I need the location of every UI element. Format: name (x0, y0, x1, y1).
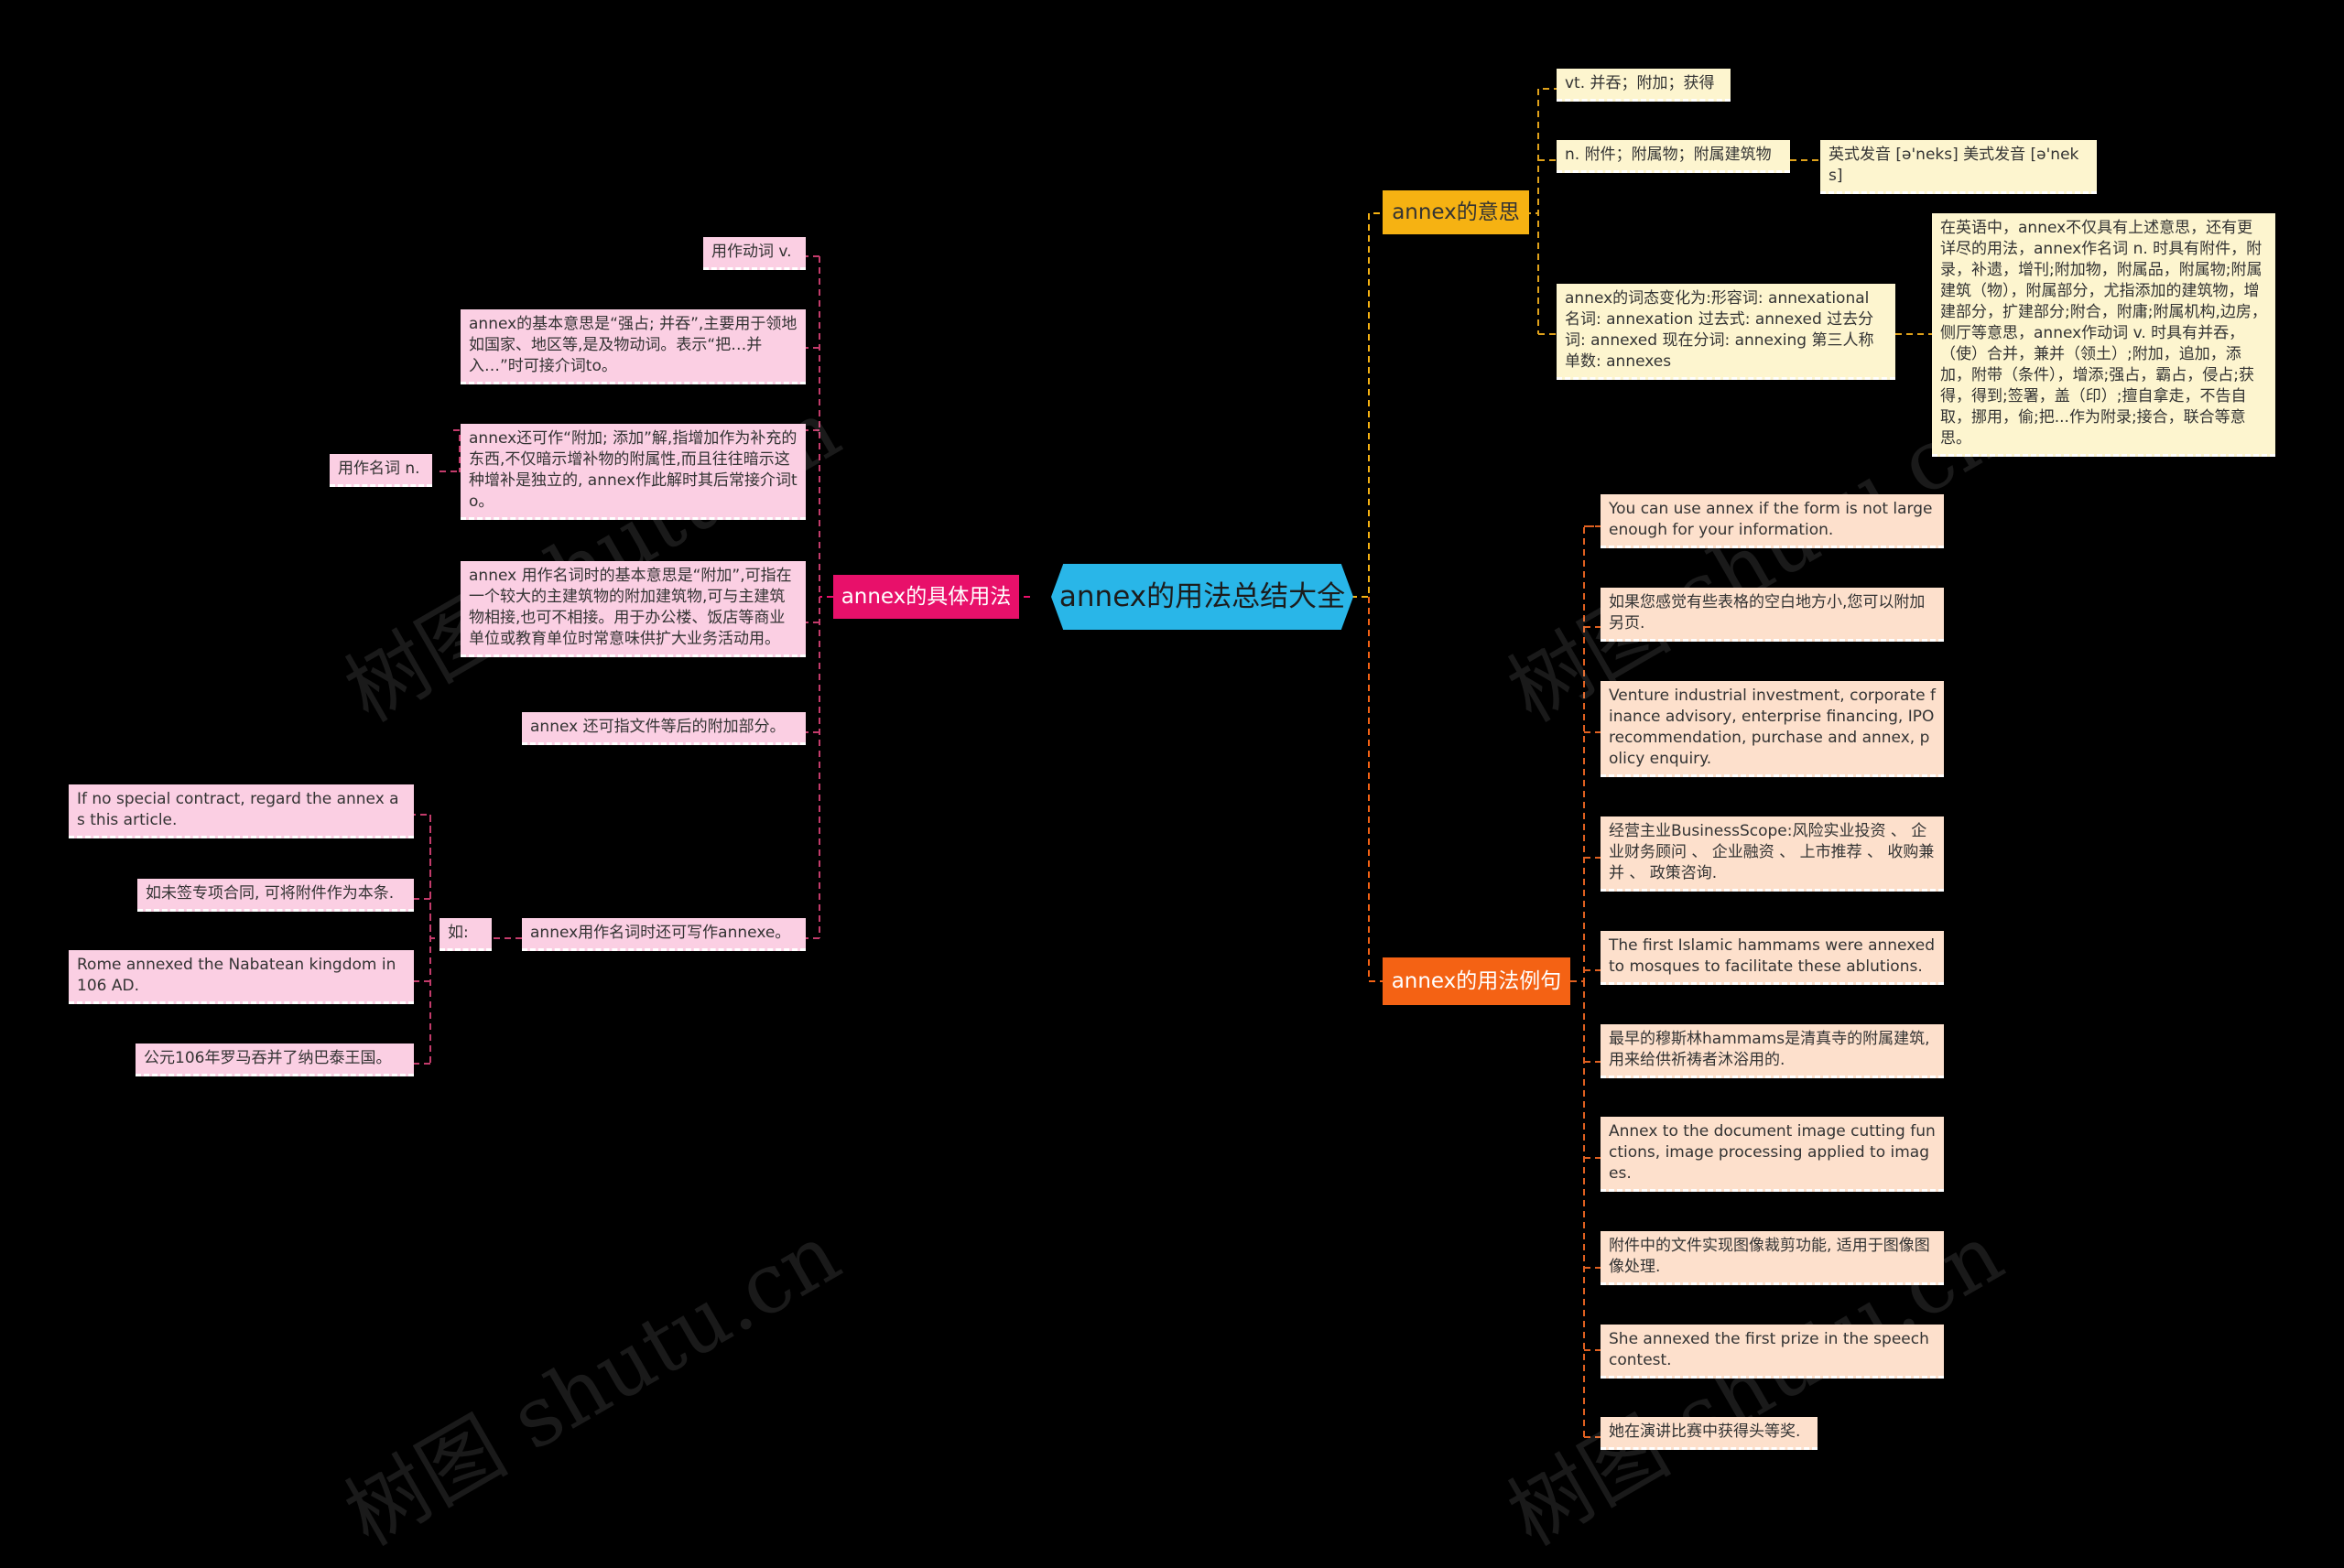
example-sentence[interactable]: 最早的穆斯林hammams是清真寺的附属建筑,用来给供祈祷者沐浴用的. (1601, 1024, 1944, 1078)
meaning-vt[interactable]: vt. 并吞；附加；获得 (1557, 69, 1731, 102)
left-example[interactable]: 公元106年罗马吞并了纳巴泰王国。 (136, 1044, 414, 1076)
left-example[interactable]: If no special contract, regard the annex… (69, 784, 414, 838)
root-node[interactable]: annex的用法总结大全 (1051, 564, 1353, 630)
example-sentence[interactable]: 如果您感觉有些表格的空白地方小,您可以附加另页. (1601, 588, 1944, 642)
noun-description-2[interactable]: annex 用作名词时的基本意思是“附加”,可指在一个较大的主建筑物的附加建筑物… (461, 561, 806, 657)
verb-description[interactable]: annex的基本意思是“强占; 并吞”,主要用于领地如国家、地区等,是及物动词。… (461, 309, 806, 384)
example-tag[interactable]: 如: (440, 918, 492, 951)
pronunciation[interactable]: 英式发音 [ə'neks] 美式发音 [ə'neks] (1820, 140, 2097, 194)
noun-tag[interactable]: 用作名词 n. (330, 454, 432, 487)
example-sentence[interactable]: She annexed the first prize in the speec… (1601, 1325, 1944, 1379)
connector-lines (414, 88, 1932, 1438)
example-sentence[interactable]: 附件中的文件实现图像裁剪功能, 适用于图像图像处理. (1601, 1231, 1944, 1285)
branch-specific-usage[interactable]: annex的具体用法 (833, 575, 1019, 619)
detailed-meaning[interactable]: 在英语中，annex不仅具有上述意思，还有更详尽的用法，annex作名词 n. … (1932, 213, 2275, 457)
left-example[interactable]: Rome annexed the Nabatean kingdom in 106… (69, 950, 414, 1004)
spelling-note[interactable]: annex用作名词时还可写作annexe。 (522, 918, 806, 951)
example-sentence[interactable]: 她在演讲比赛中获得头等奖. (1601, 1417, 1818, 1450)
example-sentence[interactable]: Venture industrial investment, corporate… (1601, 681, 1944, 777)
meaning-n[interactable]: n. 附件；附属物；附属建筑物 (1557, 140, 1790, 173)
example-sentence[interactable]: The first Islamic hammams were annexed t… (1601, 931, 1944, 985)
word-forms[interactable]: annex的词态变化为:形容词: annexational 名词: annexa… (1557, 284, 1895, 380)
branch-examples[interactable]: annex的用法例句 (1383, 957, 1570, 1005)
branch-meaning[interactable]: annex的意思 (1383, 190, 1529, 234)
noun-description-3[interactable]: annex 还可指文件等后的附加部分。 (522, 712, 806, 745)
left-example[interactable]: 如未签专项合同, 可将附件作为本条. (137, 879, 414, 912)
example-sentence[interactable]: 经营主业BusinessScope:风险实业投资 、 企业财务顾问 、 企业融资… (1601, 816, 1944, 892)
example-sentence[interactable]: Annex to the document image cutting func… (1601, 1117, 1944, 1192)
verb-tag[interactable]: 用作动词 v. (703, 237, 806, 270)
noun-description-1[interactable]: annex还可作“附加; 添加”解,指增加作为补充的东西,不仅暗示增补物的附属性… (461, 424, 806, 520)
example-sentence[interactable]: You can use annex if the form is not lar… (1601, 494, 1944, 548)
